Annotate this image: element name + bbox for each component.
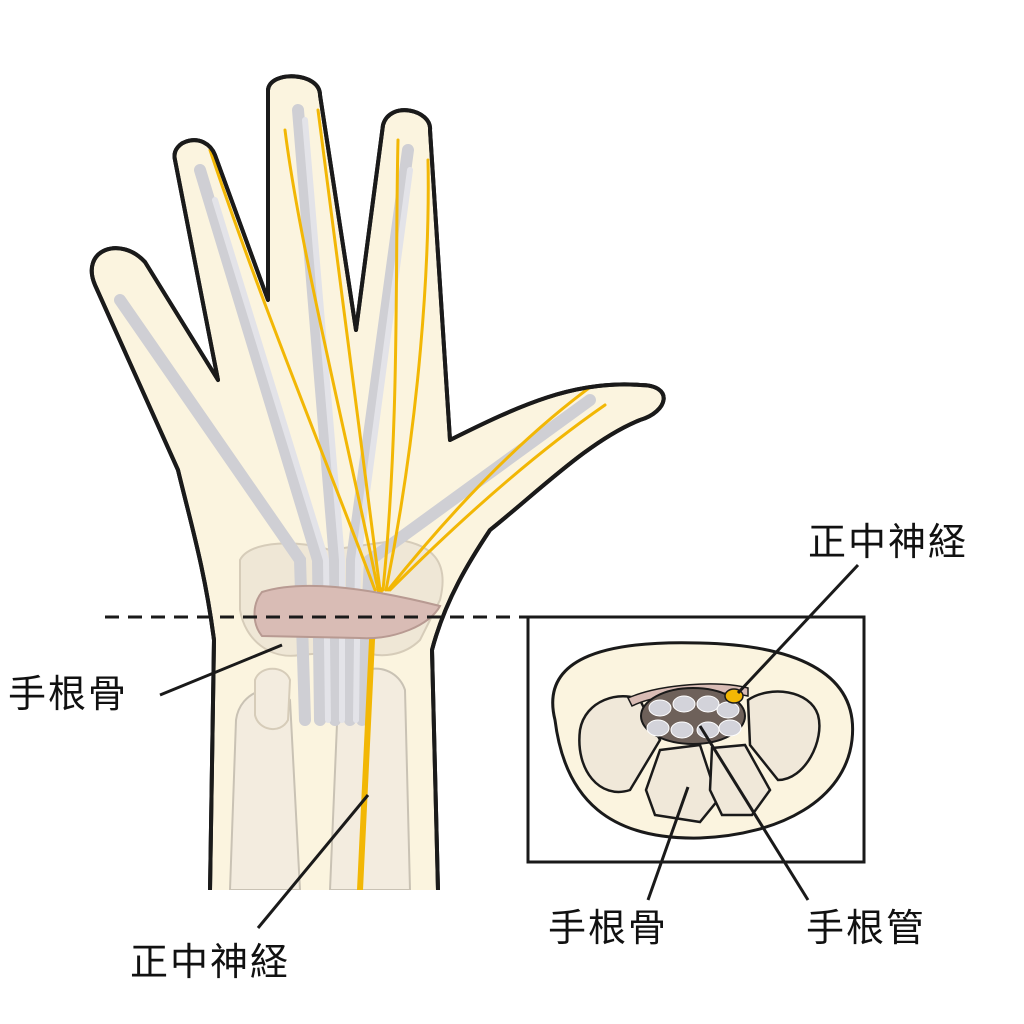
flexor-tendons (114, 104, 596, 726)
cross-section-inset (526, 615, 866, 864)
transverse-carpal-ligament (253, 584, 442, 640)
section-carpal-bones (578, 690, 821, 824)
carpal-bone-small (254, 667, 292, 730)
hand (89, 74, 666, 891)
leader-carpal-bones-hand (159, 643, 283, 697)
leader-median-nerve-hand (256, 794, 370, 929)
median-nerve-branches (208, 108, 607, 890)
label-carpal-bones-hand: 手根骨 (8, 672, 129, 716)
tendon-sections (646, 695, 742, 739)
leader-carpal-bones-section (646, 786, 690, 901)
leader-lines (159, 563, 860, 929)
label-carpal-bones-section: 手根骨 (548, 906, 669, 950)
label-median-nerve-hand: 正中神経 (130, 940, 291, 984)
label-median-nerve-section: 正中神経 (808, 520, 969, 564)
leader-carpal-tunnel-section (698, 725, 810, 901)
label-carpal-tunnel-section: 手根管 (806, 906, 927, 950)
leader-median-nerve-section (736, 563, 860, 695)
hand-outline (89, 74, 666, 891)
